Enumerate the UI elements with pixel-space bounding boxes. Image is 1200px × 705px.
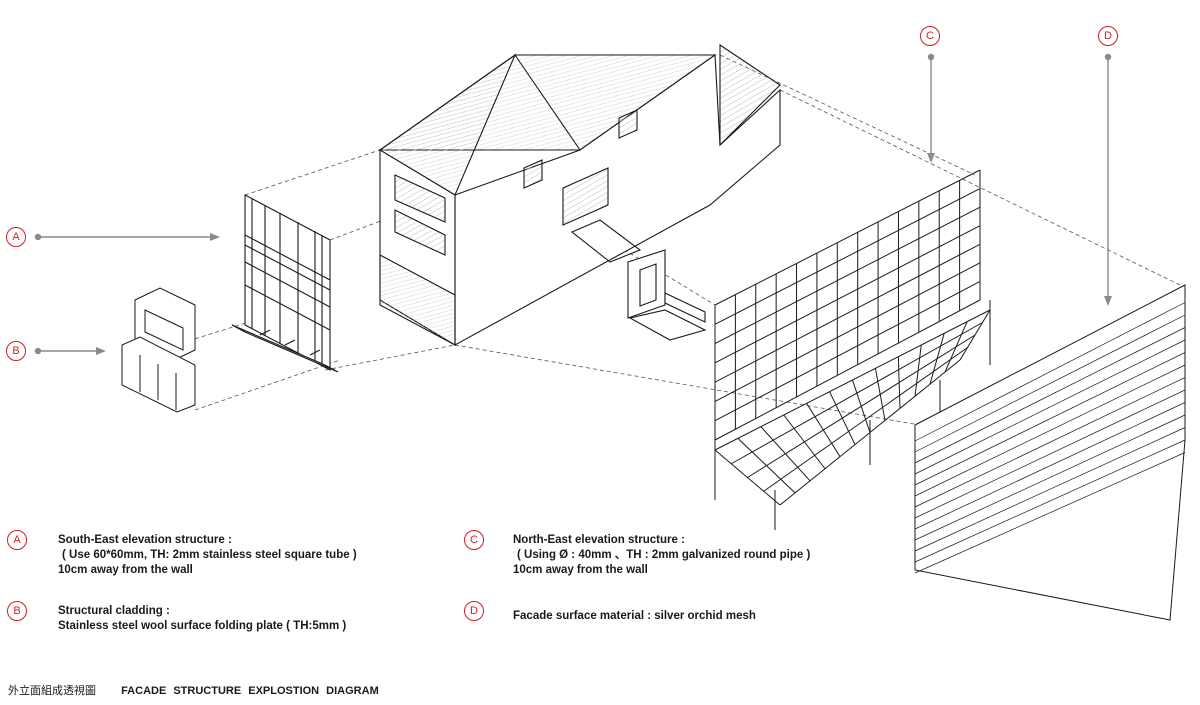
marker-a-badge: A — [6, 227, 26, 247]
note-a: South-East elevation structure : ( Use 6… — [58, 533, 357, 578]
caption-chinese: 外立面組成透視圖 — [8, 685, 96, 697]
south-east-elevation-frame — [231, 194, 339, 373]
mesh-strand — [914, 302, 1186, 442]
note-a-line2: 10cm away from the wall — [58, 564, 193, 576]
mesh-strand — [914, 339, 1186, 475]
mesh-strand — [914, 414, 1186, 541]
mesh-strand — [914, 364, 1186, 497]
note-a-line1: ( Use 60*60mm, TH: 2mm stainless steel s… — [62, 549, 357, 561]
marker-b-badge: B — [6, 341, 26, 361]
mesh-strand — [914, 377, 1186, 508]
mesh-strand — [914, 452, 1186, 574]
note-d-badge: D — [464, 601, 484, 621]
grid-horizontal-member — [714, 280, 981, 422]
canopy-purlin — [763, 347, 968, 492]
note-c: North-East elevation structure : ( Using… — [513, 533, 810, 578]
note-b-badge: B — [7, 601, 27, 621]
note-c-line1: ( Using Ø : 40mm 、TH : 2mm galvanized ro… — [517, 549, 811, 561]
note-b-line1: Stainless steel wool surface folding pla… — [58, 620, 347, 632]
grid-horizontal-member — [714, 299, 981, 441]
mesh-strand — [914, 389, 1186, 519]
north-east-elevation-grid — [714, 169, 991, 530]
canopy-purlin — [731, 322, 983, 465]
note-c-title: North-East elevation structure : — [513, 534, 685, 546]
mesh-strand — [914, 439, 1186, 563]
note-d-title: Facade surface material : silver orchid … — [513, 610, 756, 622]
grid-horizontal-member — [714, 206, 981, 345]
grid-horizontal-member — [714, 262, 981, 402]
mesh-strand — [914, 427, 1186, 552]
mesh-strand — [914, 352, 1186, 486]
structural-cladding-modules — [121, 287, 196, 413]
caption-english: FACADE STRUCTURE EXPLOSTION DIAGRAM — [121, 685, 379, 697]
grid-horizontal-member — [714, 188, 981, 325]
canopy-purlin — [714, 309, 991, 451]
marker-d-badge: D — [1098, 26, 1118, 46]
grid-horizontal-member — [714, 225, 981, 364]
mesh-strand — [914, 402, 1186, 530]
note-a-title: South-East elevation structure : — [58, 534, 232, 546]
leader-lines — [34, 53, 1112, 355]
marker-c-badge: C — [920, 26, 940, 46]
mesh-strand — [914, 314, 1186, 453]
note-a-badge: A — [7, 530, 27, 550]
canopy-purlin — [747, 334, 976, 478]
diagram-caption: 外立面組成透視圖 FACADE STRUCTURE EXPLOSTION DIA… — [8, 682, 379, 698]
note-b: Structural cladding : Stainless steel wo… — [58, 604, 346, 634]
note-c-badge: C — [464, 530, 484, 550]
grid-horizontal-member — [714, 243, 981, 383]
grid-horizontal-member — [714, 169, 981, 306]
mesh-strand — [914, 327, 1186, 464]
note-d: Facade surface material : silver orchid … — [513, 609, 756, 624]
main-building — [378, 43, 781, 346]
note-c-line2: 10cm away from the wall — [513, 564, 648, 576]
note-b-title: Structural cladding : — [58, 605, 170, 617]
silver-orchid-mesh-panel — [914, 284, 1186, 621]
